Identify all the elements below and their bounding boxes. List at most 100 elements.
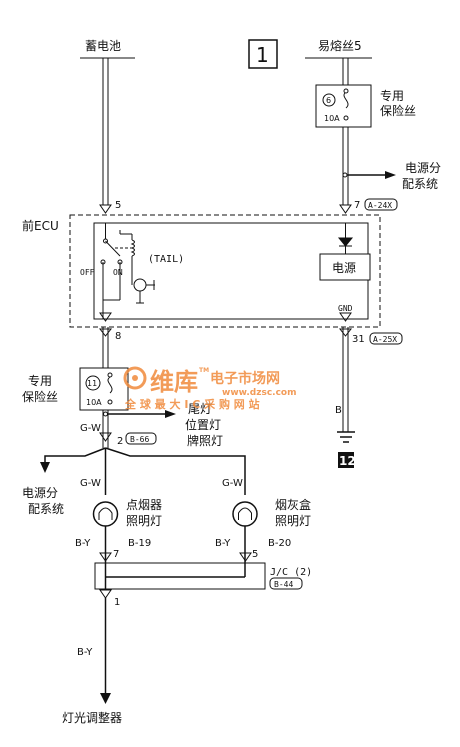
gnd-wire-color: B bbox=[335, 405, 342, 416]
fuse-11-label-line1: 专用 bbox=[28, 373, 52, 388]
jc-conn: B-44 bbox=[274, 580, 293, 589]
ecu-output-wire bbox=[102, 327, 109, 368]
ecu-gnd-label: GND bbox=[338, 304, 353, 313]
ecu-power-label: 电源 bbox=[332, 261, 356, 275]
fuse-6-terminal-bottom bbox=[343, 115, 349, 121]
junction-connector-arrow bbox=[99, 432, 112, 442]
watermark-slogan: 全 球 最 大 I C 采 购 网 站 bbox=[124, 397, 260, 411]
junction-pin: 2 bbox=[117, 436, 123, 447]
ground-symbol bbox=[337, 431, 355, 443]
cigar-lighter-lamp-icon bbox=[92, 501, 119, 527]
gnd-connector-arrow bbox=[338, 328, 353, 337]
tail-lamp-line1: 尾灯 bbox=[188, 402, 212, 416]
fuse-6-rating: 10A bbox=[324, 114, 340, 123]
fuse-6-terminal bbox=[343, 88, 349, 94]
jc-label: J/C (2) bbox=[270, 567, 312, 578]
jc-box bbox=[94, 562, 266, 590]
battery-connector-arrow bbox=[99, 204, 112, 214]
tail-lamp-arrow bbox=[165, 410, 176, 418]
ecu-pin-7: 7 bbox=[354, 200, 360, 211]
junction-conn-box bbox=[125, 432, 157, 445]
fuse-11-element bbox=[107, 376, 113, 394]
fuse-6-element bbox=[343, 91, 349, 109]
ecu-pin-5: 5 bbox=[115, 200, 121, 211]
tail-lamp-node bbox=[103, 411, 108, 417]
lamp-right-pin: 5 bbox=[252, 549, 258, 560]
lamp-left-wire-out: B-Y bbox=[75, 538, 91, 549]
jc-output-arrow bbox=[99, 589, 112, 599]
watermark-logo-icon bbox=[123, 366, 147, 390]
lamp-right-line2: 照明灯 bbox=[275, 514, 311, 528]
power-dist-right-node bbox=[342, 172, 348, 178]
jc-pin-out: 1 bbox=[114, 597, 120, 608]
power-dist-left-line1: 电源分 bbox=[22, 486, 58, 500]
gnd-conn-a25x: A-25X bbox=[373, 335, 397, 344]
jc-conn-box bbox=[269, 577, 303, 590]
ecu-pin-7-arrow bbox=[339, 204, 352, 214]
lamp-right-wire-out: B-Y bbox=[215, 538, 231, 549]
page-number: 1 bbox=[256, 43, 269, 67]
watermark: 维库 TM 电子市场网 www.dzsc.com 全 球 最 大 I C 采 购… bbox=[123, 366, 296, 411]
lamp-right-conn: B-20 bbox=[268, 538, 291, 549]
tail-lamp-line3: 牌照灯 bbox=[187, 434, 223, 448]
power-dist-left-arrow bbox=[40, 462, 50, 473]
ecu-right-internal bbox=[337, 223, 354, 254]
ground-ref-box bbox=[338, 452, 354, 468]
lamp-right-line1: 烟灰盒 bbox=[275, 497, 311, 512]
lamp-feed-wires bbox=[44, 447, 246, 495]
ashtray-lamp-icon bbox=[232, 501, 258, 527]
lamp-left-pin: 7 bbox=[113, 549, 119, 560]
lamp-right-wire-in: G-W bbox=[222, 478, 243, 489]
ecu-pin-31: 31 bbox=[352, 334, 365, 345]
ecu-boundary bbox=[69, 214, 381, 328]
tail-lamp-line2: 位置灯 bbox=[185, 417, 221, 432]
fuse-11-label-line2: 保险丝 bbox=[22, 389, 58, 404]
ecu-pin-8: 8 bbox=[115, 331, 121, 342]
watermark-tm: TM bbox=[199, 367, 209, 374]
fuse-11-number-circle bbox=[85, 375, 101, 391]
jc-internal-bus bbox=[104, 563, 246, 589]
fuse-6-label-line1: 专用 bbox=[380, 88, 404, 103]
fuse-6-box bbox=[315, 84, 372, 128]
power-dist-right-line2: 配系统 bbox=[402, 177, 438, 191]
lamp-left-line2: 照明灯 bbox=[126, 514, 162, 528]
gnd-wire bbox=[342, 327, 349, 432]
fuse-6-number: 6 bbox=[326, 96, 331, 105]
lamp-left-wire-in: G-W bbox=[80, 478, 101, 489]
dimmer-label: 灯光调整器 bbox=[62, 710, 122, 725]
power-dist-right-line1: 电源分 bbox=[405, 161, 441, 175]
fuse-6-label-line2: 保险丝 bbox=[380, 103, 416, 118]
dimmer-arrow bbox=[100, 693, 111, 704]
fuse-11-rating: 10A bbox=[86, 398, 102, 407]
ecu-name: 前ECU bbox=[22, 218, 59, 233]
fuse-11-box bbox=[79, 367, 129, 411]
ecu-pin-8-connector bbox=[98, 328, 113, 337]
tail-label: (TAIL) bbox=[148, 254, 184, 265]
battery-label: 蓄电池 bbox=[85, 39, 121, 53]
switch-on-label: ON bbox=[113, 268, 123, 277]
lamp-right-connector-arrow bbox=[239, 552, 252, 562]
fuse-11-terminal bbox=[107, 372, 113, 378]
fusible-link-label: 易熔丝5 bbox=[318, 38, 362, 53]
ashtray-lamp-filament bbox=[238, 507, 252, 520]
watermark-market: 电子市场网 bbox=[210, 370, 280, 387]
ecu-power-box bbox=[319, 253, 371, 281]
watermark-url: www.dzsc.com bbox=[222, 388, 296, 398]
junction-wire-color: G-W bbox=[80, 423, 101, 434]
lamp-left-line1: 点烟器 bbox=[126, 498, 162, 512]
ecu-pin-8-arrow bbox=[99, 312, 112, 322]
ecu-gnd-arrow bbox=[339, 312, 352, 322]
power-dist-left-line2: 配系统 bbox=[28, 502, 64, 516]
switch-off-label: OFF bbox=[80, 268, 95, 277]
ecu-conn-a24x-box bbox=[364, 198, 398, 211]
lamp-left-connector-arrow bbox=[99, 552, 112, 562]
fuse-11-terminal-bottom bbox=[107, 399, 113, 405]
cigar-lighter-lamp-filament bbox=[98, 507, 113, 520]
battery-wire bbox=[102, 58, 109, 205]
fuse-11-number: 11 bbox=[87, 379, 97, 388]
watermark-brand: 维库 bbox=[150, 368, 198, 396]
dimmer-wire-color: B-Y bbox=[77, 647, 93, 658]
fusible-link-wire bbox=[342, 58, 349, 205]
power-dist-right-arrow bbox=[385, 171, 396, 179]
